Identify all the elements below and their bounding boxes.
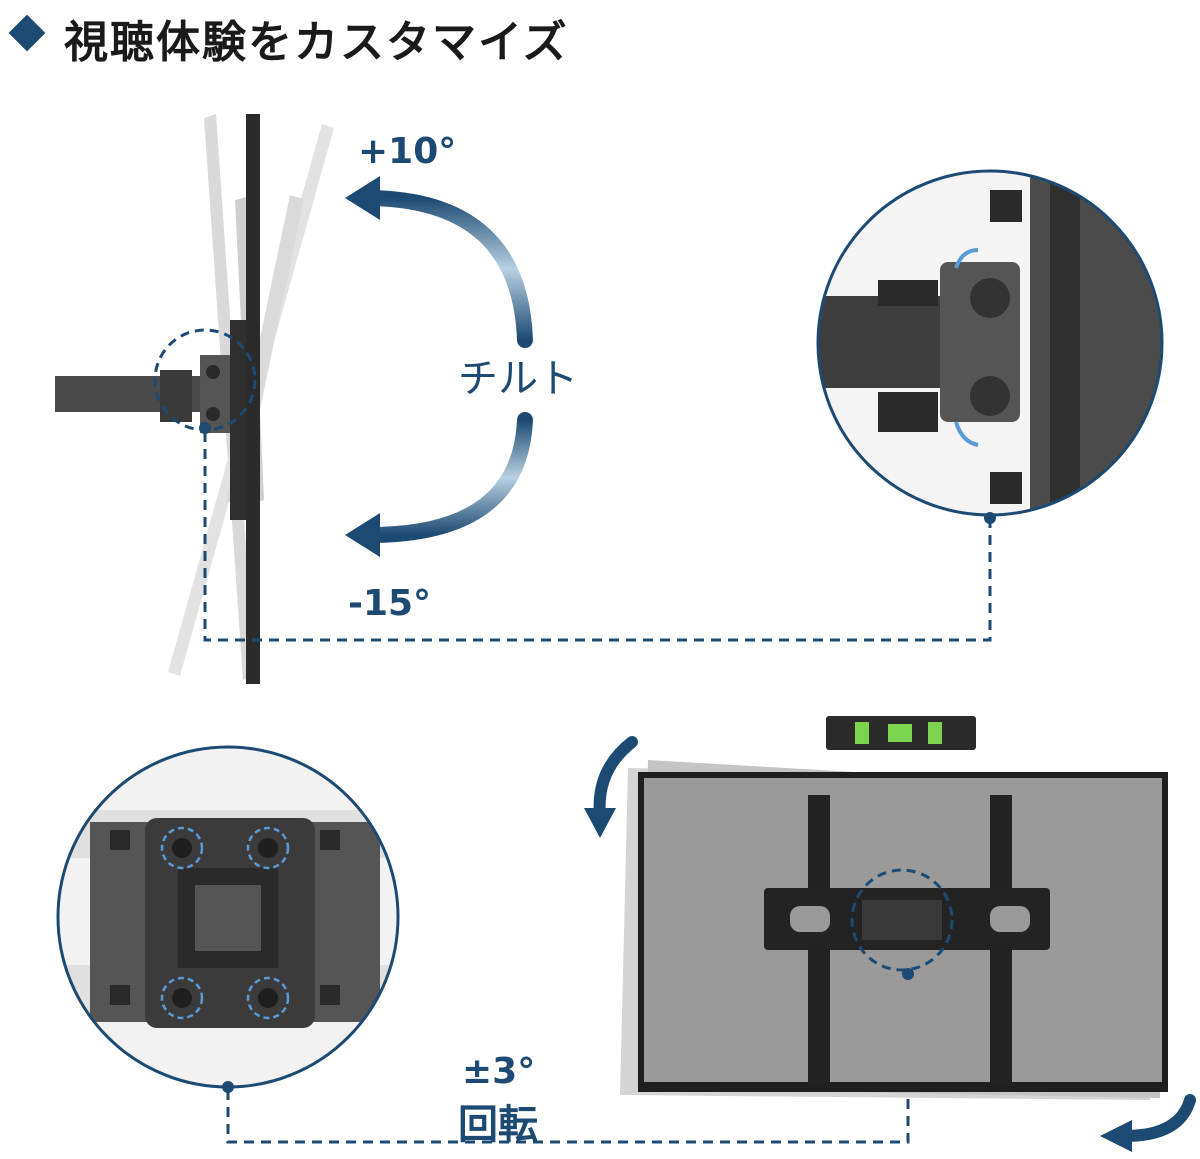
mount-plate [230,320,248,520]
curved-arrow-icon [345,513,380,557]
tilt-up-arc [362,190,533,348]
wall-arm [55,376,220,412]
page-title: 視聴体験をカスタマイズ [64,17,569,68]
swivel-detail [56,745,400,1093]
tv-screen-side [246,114,260,684]
curved-arrow-icon [584,808,616,838]
tilt-down-arc [362,412,533,543]
tilt-label: チルト [458,356,578,402]
plate-highlight [850,868,954,972]
curved-arrow-icon [1100,1120,1132,1152]
arm-bracket [160,370,192,422]
mount-plate-front [862,900,942,940]
rotation-front-view [584,716,1196,1152]
rotate-arrow-left [593,736,638,821]
tilt-down-angle: -15° [348,583,431,624]
curved-arrow-icon [345,176,380,220]
tilt-up-angle: +10° [358,131,456,172]
tilt-side-view [55,114,334,684]
hinge-detail [816,169,1164,524]
tilt-arrows [345,176,533,557]
rotation-angle: ±3° [462,1051,535,1092]
rotation-label: 回転 [458,1102,538,1148]
tilt-connector-line [203,432,992,642]
rotate-arrow-right [1122,1094,1196,1142]
